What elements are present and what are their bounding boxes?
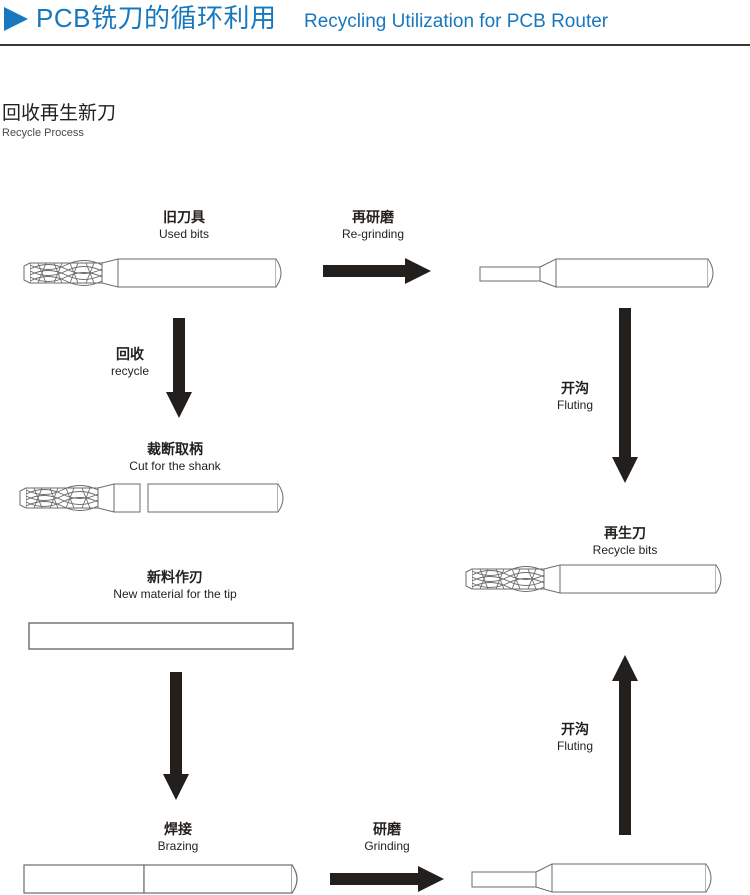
caption-recycle: 回收 recycle [90,345,170,379]
figure-used-bits [20,256,295,290]
caption-en: Re-grinding [341,227,405,241]
caption-en: Grinding [364,839,410,853]
figure-cut-for-shank [18,482,298,514]
caption-en: Brazing [157,839,199,853]
section-title-en: Recycle Process [2,127,84,139]
caption-brazing: 焊接 Brazing [128,820,228,854]
caption-cn: 新料作刃 [147,569,203,585]
caption-cn: 开沟 [561,721,589,737]
caption-en: recycle [110,364,149,378]
arrow-re-grinding [323,258,431,284]
caption-used-bits: 旧刀具 Used bits [124,208,244,242]
caption-en: Fluting [556,739,594,753]
caption-en: Used bits [158,227,210,241]
caption-cn: 裁断取柄 [147,441,203,457]
caption-fluting-top: 开沟 Fluting [538,379,612,413]
caption-grinding: 研磨 Grinding [337,820,437,854]
caption-cut-for-shank: 裁断取柄 Cut for the shank [112,440,238,474]
caption-cn: 旧刀具 [163,209,205,225]
arrow-to-brazing [163,672,189,800]
page-title-cn: PCB铣刀的循环利用 [36,3,277,33]
arrow-recycle [166,318,192,418]
page-header: PCB铣刀的循环利用 Recycling Utilization for PCB… [0,0,750,46]
header-divider [0,44,750,46]
caption-en: Fluting [556,398,594,412]
caption-cn: 焊接 [164,821,192,837]
caption-cn: 回收 [116,346,144,362]
caption-cn: 再研磨 [352,209,394,225]
caption-recycle-bits: 再生刀 Recycle bits [565,524,685,558]
caption-cn: 开沟 [561,380,589,396]
triangle-right-icon [4,7,28,31]
caption-cn: 研磨 [373,821,401,837]
figure-reground-blank [478,256,726,290]
arrow-fluting-top [612,308,638,483]
figure-ground-blank [470,860,732,895]
caption-en: Cut for the shank [129,459,221,473]
caption-fluting-bottom: 开沟 Fluting [538,720,612,754]
section-title-cn: 回收再生新刀 [2,103,117,124]
page-title-en: Recycling Utilization for PCB Router [304,11,609,32]
caption-re-grinding: 再研磨 Re-grinding [313,208,433,242]
arrow-grinding [330,866,444,892]
figure-brazed-blank [22,862,308,895]
caption-cn: 再生刀 [604,525,646,541]
figure-new-material-bar [28,620,296,652]
arrow-fluting-bottom [612,655,638,835]
caption-new-material: 新料作刃 New material for the tip [98,568,252,602]
caption-en: Recycle bits [592,543,658,557]
figure-recycle-bits [462,562,734,596]
caption-en: New material for the tip [113,587,237,601]
